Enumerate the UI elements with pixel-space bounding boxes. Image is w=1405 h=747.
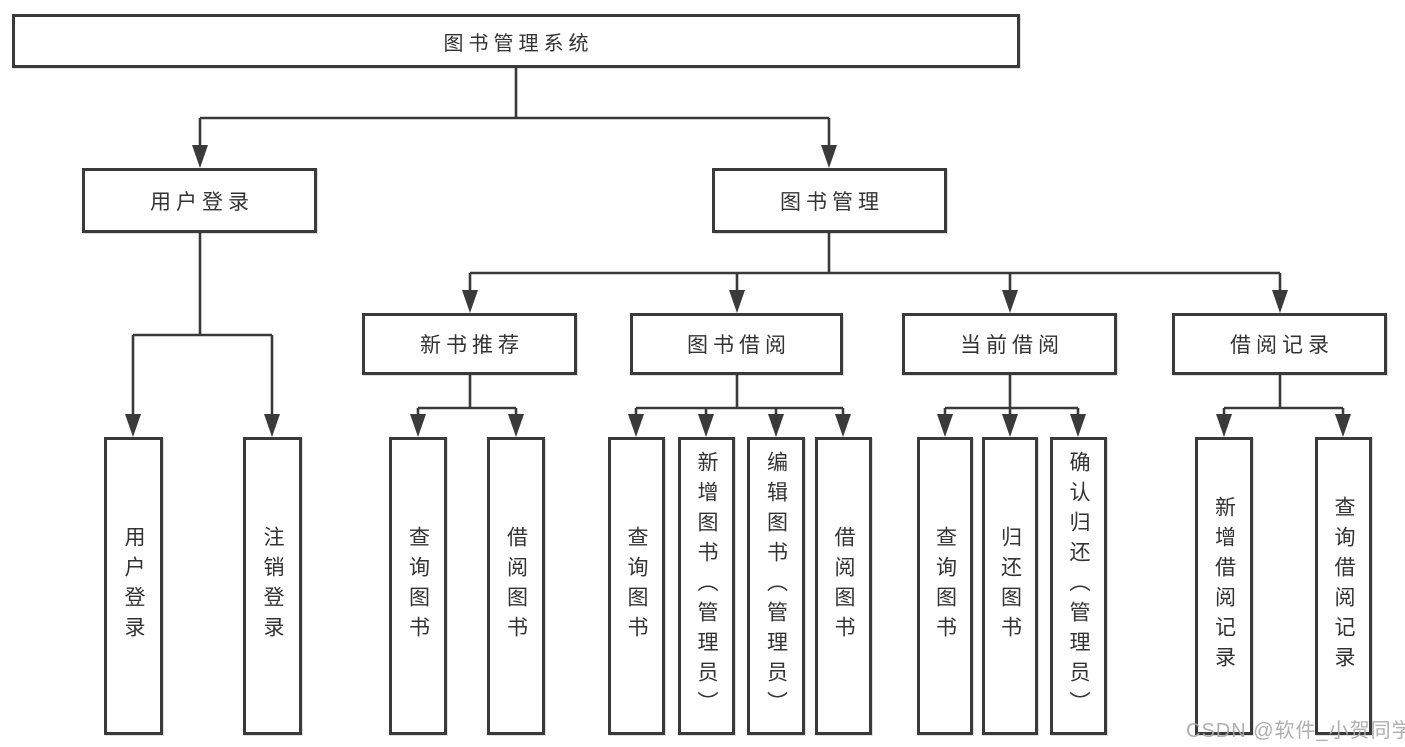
node-leaf-borrow-borrow-book: 借阅图书 [815,437,872,735]
node-leaf-current-confirm-return-admin: 确认归还（管理员） [1050,437,1107,735]
edge-userlogin-to-leaves [131,233,274,418]
csdn-watermark: CSDN @软件_小贺同学 [1186,720,1405,742]
edge-borrow-to-leaves [634,375,845,419]
node-label: 借阅图书 [504,526,528,646]
node-label: 新增图书（管理员） [695,451,718,721]
node-leaf-current-return-book: 归还图书 [982,437,1038,735]
arrowhead-icon [937,414,953,437]
arrowhead-icon [768,414,784,437]
arrowhead-icon [1335,414,1351,437]
arrowhead-icon [192,145,208,168]
edge-root-to-level2 [198,68,831,150]
node-book-management: 图书管理 [712,168,947,233]
node-label: 图书借阅 [687,334,791,357]
arrowhead-icon [1002,414,1018,437]
arrowhead-icon [1070,414,1086,437]
node-root-system: 图书管理系统 [12,14,1020,68]
node-leaf-borrow-add-book-admin: 新增图书（管理员） [678,437,735,735]
edge-bookmgmt-to-level3 [468,233,1282,295]
node-leaf-current-query-book: 查询图书 [917,437,973,735]
node-label: 确认归还（管理员） [1067,451,1090,721]
node-current-borrow: 当前借阅 [902,313,1117,375]
node-label: 查询图书 [933,526,957,646]
arrowhead-icon [1272,290,1288,313]
arrowhead-icon [1002,290,1018,313]
node-label: 查询图书 [625,526,648,646]
node-leaf-record-add-record: 新增借阅记录 [1195,437,1253,735]
arrowhead-icon [628,414,644,437]
node-label: 查询图书 [406,526,430,646]
edge-record-to-leaves [1222,375,1345,419]
node-leaf-user-login: 用户登录 [104,437,163,735]
node-label: 用户登录 [150,190,254,214]
edge-current-to-leaves [943,375,1080,419]
node-label: 借阅图书 [832,526,855,646]
arrowhead-icon [125,414,141,437]
node-label: 借阅记录 [1230,334,1334,357]
node-root-label: 图书管理系统 [443,32,594,55]
arrowhead-icon [410,414,426,437]
node-leaf-logout: 注销登录 [243,437,302,735]
edge-recommend-to-leaves [416,375,518,419]
node-label: 注销登录 [261,526,284,646]
arrowhead-icon [729,290,745,313]
node-leaf-borrow-query-book: 查询图书 [608,437,665,735]
arrowheads [125,145,1351,437]
node-label: 图书管理 [780,190,884,214]
node-label: 当前借阅 [960,334,1064,357]
node-user-login-group: 用户登录 [82,168,317,233]
node-leaf-recommend-borrow-book: 借阅图书 [487,437,545,735]
node-label: 新增借阅记录 [1212,496,1236,676]
arrowhead-icon [698,414,714,437]
node-new-book-recommend: 新书推荐 [362,313,577,375]
node-borrow-record: 借阅记录 [1172,313,1387,375]
node-leaf-recommend-query-book: 查询图书 [389,437,447,735]
node-leaf-borrow-edit-book-admin: 编辑图书（管理员） [747,437,805,735]
node-book-borrow: 图书借阅 [630,313,843,375]
node-label: 新书推荐 [420,334,524,357]
arrowhead-icon [1216,414,1232,437]
node-leaf-record-query-record: 查询借阅记录 [1315,437,1372,735]
node-label: 用户登录 [122,526,145,646]
arrowhead-icon [508,414,524,437]
node-label: 查询借阅记录 [1332,496,1355,676]
node-label: 编辑图书（管理员） [764,451,788,721]
arrowhead-icon [264,414,280,437]
arrowhead-icon [821,145,837,168]
arrowhead-icon [835,414,851,437]
node-label: 归还图书 [998,526,1022,646]
arrowhead-icon [462,290,478,313]
